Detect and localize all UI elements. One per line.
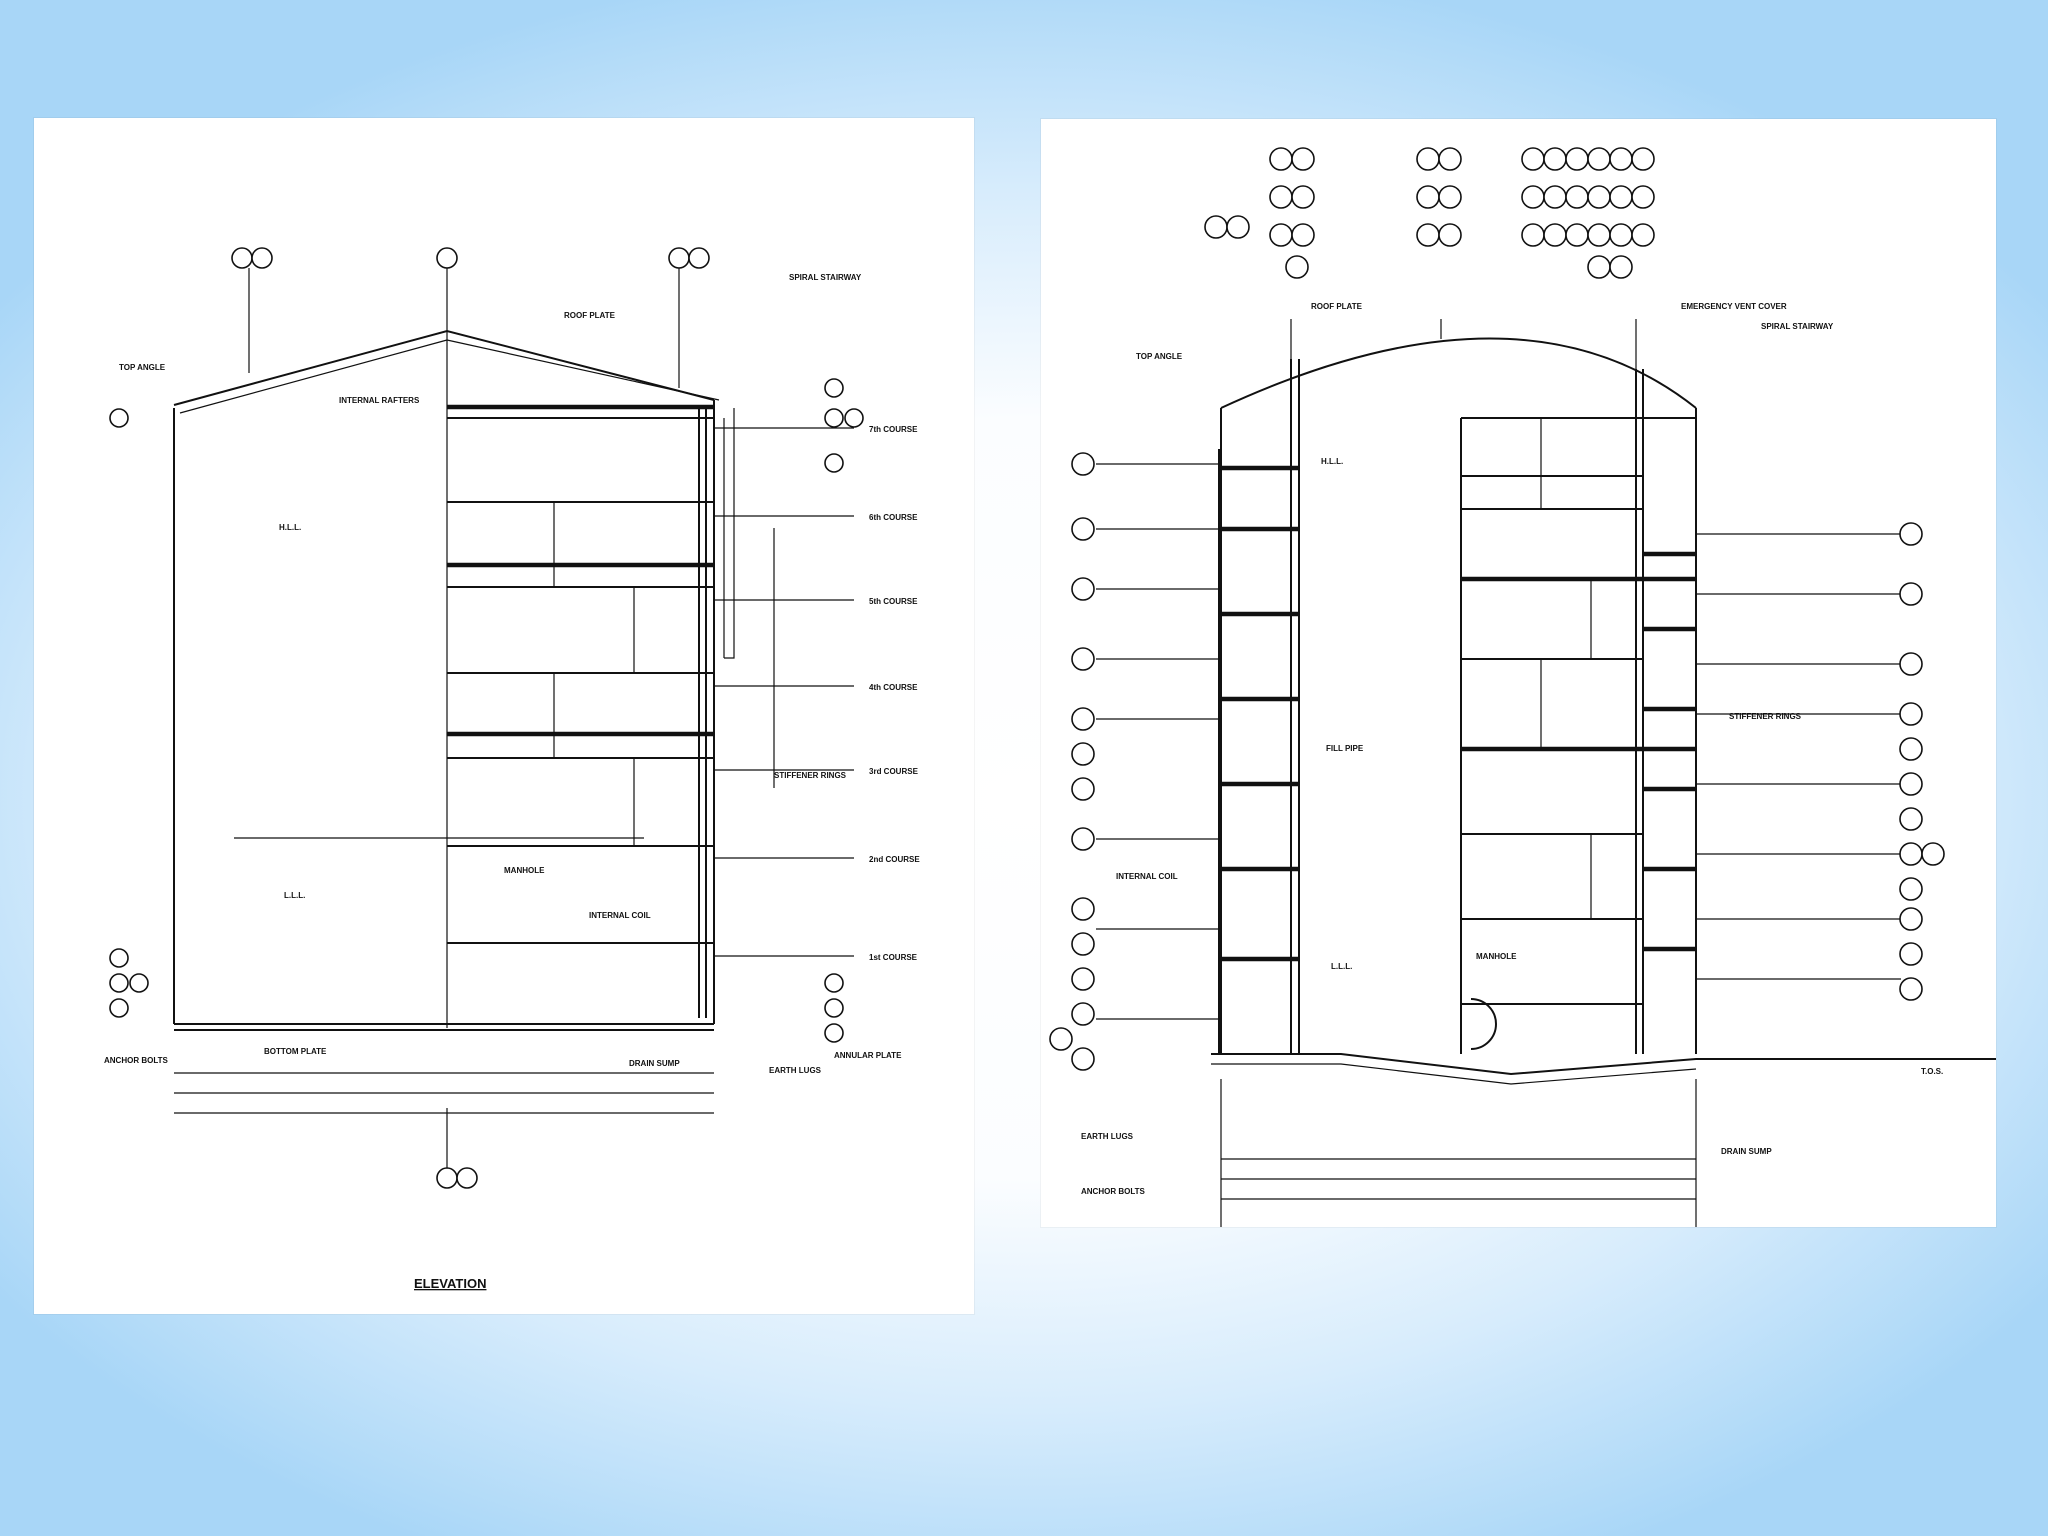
course-label: 6th COURSE bbox=[869, 513, 918, 522]
note-emergency-vent: EMERGENCY VENT COVER bbox=[1681, 302, 1787, 311]
note-top-angle: TOP ANGLE bbox=[119, 363, 166, 372]
note-internal-coil: INTERNAL COIL bbox=[589, 911, 651, 920]
rafter-line bbox=[179, 339, 448, 414]
spiral-stairway bbox=[724, 408, 735, 659]
nozzle-bubble bbox=[231, 247, 253, 269]
note-bottom-plate: BOTTOM PLATE bbox=[264, 1047, 327, 1056]
note-earth-lugs: EARTH LUGS bbox=[769, 1066, 822, 1075]
note-manhole: MANHOLE bbox=[504, 866, 545, 875]
course-label: 1st COURSE bbox=[869, 953, 918, 962]
note-stiffener-rings: STIFFENER RINGS bbox=[774, 771, 847, 780]
course-label: 2nd COURSE bbox=[869, 855, 920, 864]
note-tos: T.O.S. bbox=[1921, 1067, 1943, 1076]
nozzle-bubble bbox=[1269, 147, 1293, 171]
note-earth-lugs: EARTH LUGS bbox=[1081, 1132, 1134, 1141]
note-hll: H.L.L. bbox=[1321, 457, 1343, 466]
dome-roof bbox=[1220, 337, 1697, 409]
note-hll: H.L.L. bbox=[279, 523, 301, 532]
note-stiffener-rings: STIFFENER RINGS bbox=[1729, 712, 1802, 721]
note-drain-sump: DRAIN SUMP bbox=[1721, 1147, 1772, 1156]
course-label: 7th COURSE bbox=[869, 425, 918, 434]
note-spiral-stairway: SPIRAL STAIRWAY bbox=[789, 273, 862, 282]
note-internal-coil: INTERNAL COIL bbox=[1116, 872, 1178, 881]
course-label: 4th COURSE bbox=[869, 683, 918, 692]
note-lll: L.L.L. bbox=[284, 891, 305, 900]
note-manhole: MANHOLE bbox=[1476, 952, 1517, 961]
manhole-outline bbox=[1470, 998, 1497, 1050]
note-anchor-bolts: ANCHOR BOLTS bbox=[1081, 1187, 1146, 1196]
note-spiral-stairway: SPIRAL STAIRWAY bbox=[1761, 322, 1834, 331]
note-anchor-bolts: ANCHOR BOLTS bbox=[104, 1056, 169, 1065]
drawing-title: ELEVATION bbox=[414, 1276, 486, 1291]
roof-line bbox=[173, 329, 715, 406]
note-roof-plate: ROOF PLATE bbox=[564, 311, 616, 320]
course-label: 3rd COURSE bbox=[869, 767, 919, 776]
note-top-angle: TOP ANGLE bbox=[1136, 352, 1183, 361]
note-fill-pipe: FILL PIPE bbox=[1326, 744, 1364, 753]
section-drawing: ROOF PLATE EMERGENCY VENT COVER SPIRAL S… bbox=[1049, 147, 1996, 1227]
note-drain-sump: DRAIN SUMP bbox=[629, 1059, 680, 1068]
note-lll: L.L.L. bbox=[1331, 962, 1352, 971]
bottom-plate bbox=[1211, 1053, 1996, 1076]
note-annular-plate: ANNULAR PLATE bbox=[834, 1051, 902, 1060]
course-label: 5th COURSE bbox=[869, 597, 918, 606]
section-drawing-sheet: ROOF PLATE EMERGENCY VENT COVER SPIRAL S… bbox=[1041, 119, 1996, 1227]
note-internal-rafters: INTERNAL RAFTERS bbox=[339, 396, 420, 405]
note-roof-plate: ROOF PLATE bbox=[1311, 302, 1363, 311]
elevation-drawing: ELEVATION 7th COURSE 6th COURSE 5th COUR… bbox=[104, 247, 920, 1291]
elevation-drawing-sheet: ELEVATION 7th COURSE 6th COURSE 5th COUR… bbox=[34, 118, 974, 1314]
